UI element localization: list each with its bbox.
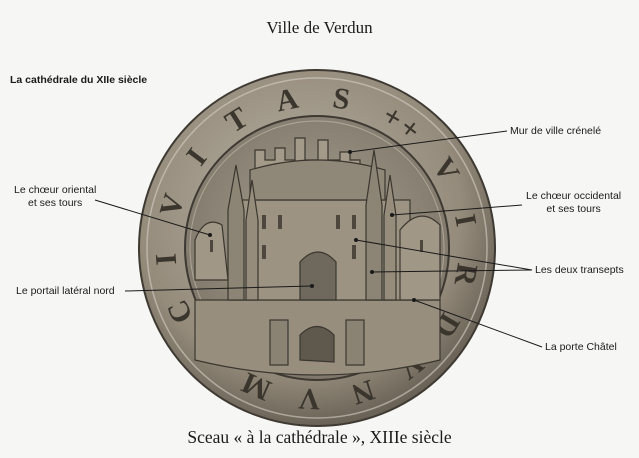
label-choeur-oriental-line2: et ses tours: [14, 197, 96, 210]
label-porte-chatel: La porte Châtel: [545, 341, 617, 354]
legend-letter: I: [150, 252, 184, 266]
label-mur-crenele: Mur de ville crénelé: [510, 125, 601, 138]
label-choeur-oriental-line1: Le chœur oriental: [14, 184, 96, 197]
label-choeur-occidental: Le chœur occidental et ses tours: [526, 190, 621, 216]
label-choeur-occidental-line2: et ses tours: [526, 203, 621, 216]
label-portail-nord: Le portail latéral nord: [16, 285, 115, 298]
label-transepts: Les deux transepts: [535, 264, 624, 277]
figure-caption: Sceau « à la cathédrale », XIIIe siècle: [0, 427, 639, 448]
legend-letter: V: [297, 382, 321, 416]
label-choeur-occidental-line1: Le chœur occidental: [526, 190, 621, 203]
label-choeur-oriental: Le chœur oriental et ses tours: [14, 184, 96, 210]
